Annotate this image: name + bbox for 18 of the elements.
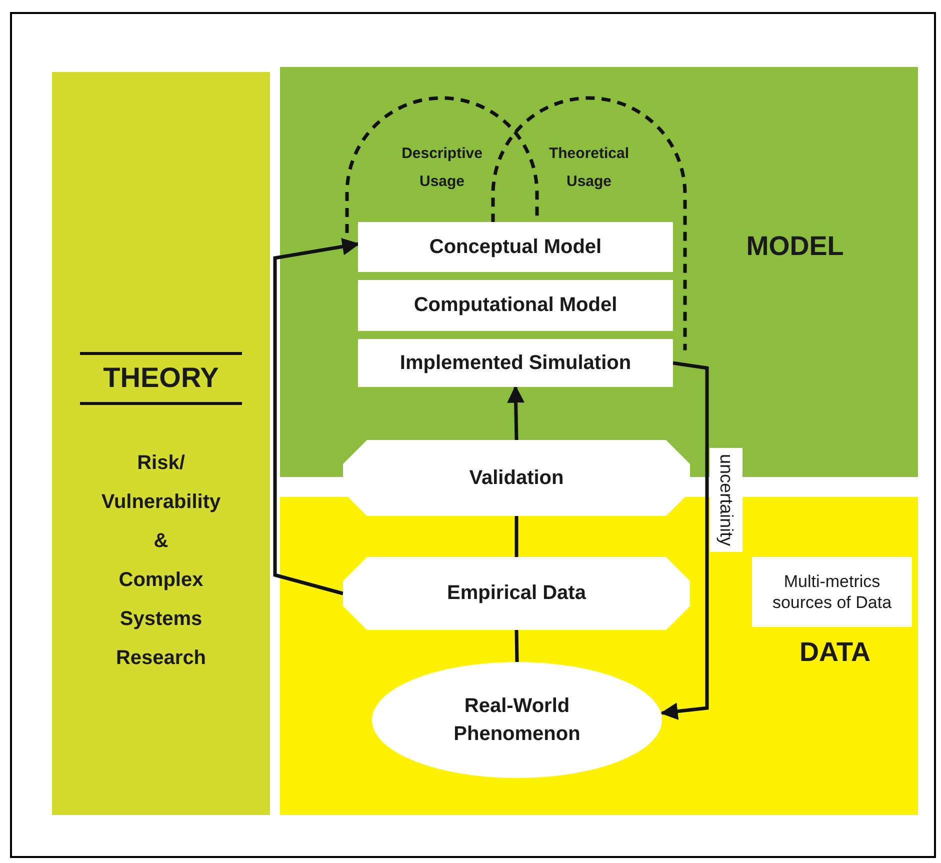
connector-line — [514, 630, 519, 662]
edge-label: uncertainity — [710, 448, 742, 552]
panel-heading: THEORY — [80, 352, 242, 405]
process-box: Computational Model — [358, 280, 673, 331]
process-box: Conceptual Model — [358, 222, 673, 272]
arrow — [273, 238, 360, 596]
arch-label: Descriptive Usage — [400, 144, 484, 192]
arrow — [660, 361, 709, 720]
theory-panel — [52, 72, 270, 815]
arch-label: Theoretical Usage — [548, 144, 630, 192]
arrow — [507, 385, 525, 440]
panel-text: Risk/ Vulnerability & Complex Systems Research — [100, 451, 222, 671]
connector-line — [514, 516, 518, 557]
panel-heading: MODEL — [745, 231, 845, 262]
process-box: Implemented Simulation — [358, 339, 673, 387]
ellipse-node: Real-World Phenomenon — [372, 662, 662, 778]
panel-heading: DATA — [798, 637, 872, 668]
note-box: Multi-metrics sources of Data — [752, 557, 912, 627]
